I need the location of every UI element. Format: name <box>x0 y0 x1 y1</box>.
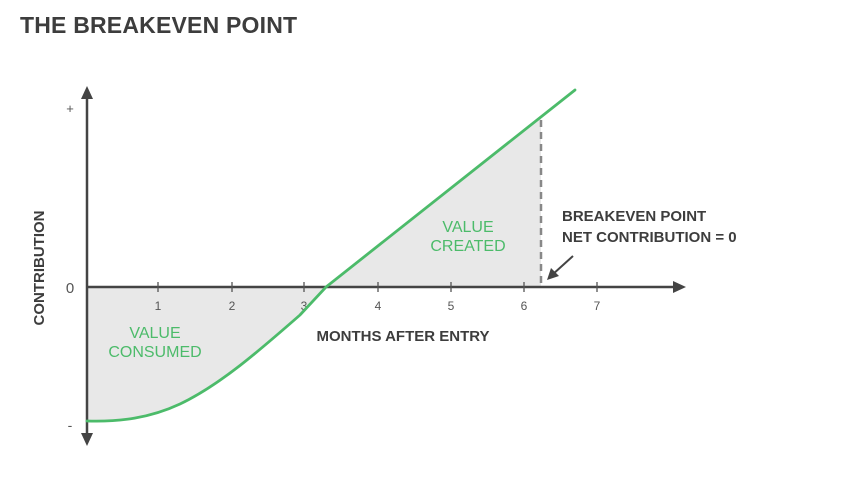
value-consumed-area <box>87 287 326 422</box>
x-axis-right-arrow-icon <box>673 281 686 293</box>
value-created-label-line1: VALUE <box>442 219 493 236</box>
x-tick-5: 5 <box>448 299 455 313</box>
x-tick-3: 3 <box>301 299 308 313</box>
value-consumed-label-line1: VALUE <box>129 325 180 342</box>
y-axis-up-arrow-icon <box>81 86 93 99</box>
y-tick-minus: - <box>68 417 73 433</box>
y-tick-zero: 0 <box>66 280 74 297</box>
value-consumed-label-line2: CONSUMED <box>108 344 201 361</box>
x-tick-2: 2 <box>229 299 236 313</box>
breakeven-pointer-arrow-icon <box>547 255 574 280</box>
x-tick-1: 1 <box>155 299 162 313</box>
x-axis-label: MONTHS AFTER ENTRY <box>316 328 489 345</box>
x-ticks <box>157 282 598 292</box>
breakeven-label-line1: BREAKEVEN POINT <box>562 208 706 225</box>
y-tick-plus: + <box>66 101 74 116</box>
breakeven-label-line2: NET CONTRIBUTION = 0 <box>562 229 737 246</box>
y-axis-label: CONTRIBUTION <box>31 211 48 326</box>
chart-title: THE BREAKEVEN POINT <box>20 12 298 38</box>
x-tick-4: 4 <box>375 299 382 313</box>
x-tick-6: 6 <box>521 299 528 313</box>
contribution-line <box>85 88 577 423</box>
value-created-label-line2: CREATED <box>430 238 505 255</box>
y-axis-down-arrow-icon <box>81 433 93 446</box>
x-tick-7: 7 <box>594 299 601 313</box>
